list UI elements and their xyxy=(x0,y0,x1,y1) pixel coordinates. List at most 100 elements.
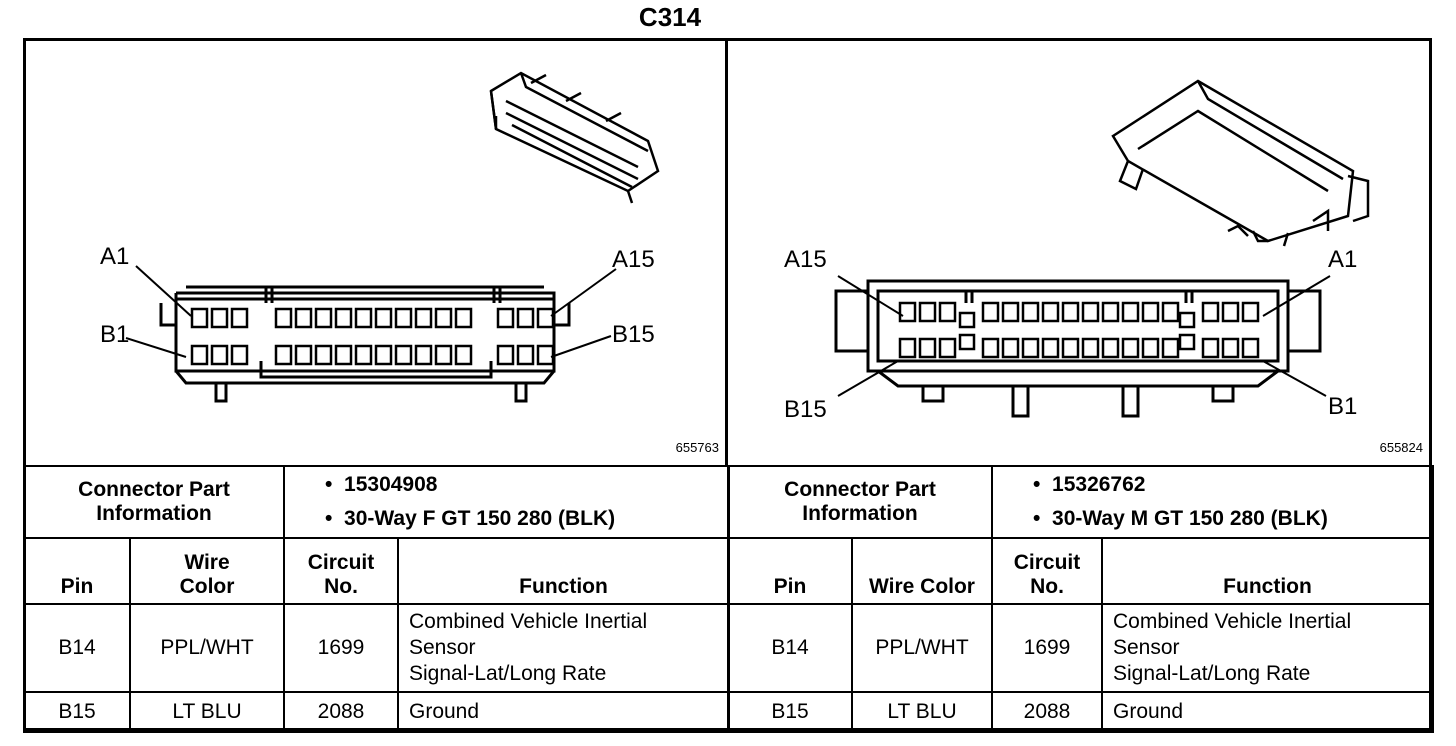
pin-cavity xyxy=(294,307,313,329)
header-function: Function xyxy=(396,537,731,605)
pin-cavity xyxy=(1141,301,1160,323)
header-circuit: Circuit No. xyxy=(283,537,399,605)
header-wire-color: Wire Color xyxy=(851,537,993,605)
cell-function: Combined Vehicle Inertial Sensor Signal-… xyxy=(1101,603,1434,693)
pin-cavity xyxy=(1101,337,1120,359)
pin-cavity xyxy=(898,301,917,323)
pin-cavity xyxy=(314,307,333,329)
diagram-frame: A1 A15 B1 B15 655763 xyxy=(23,38,1434,733)
connector-left-row-b xyxy=(190,344,555,366)
pin-cavity xyxy=(918,337,937,359)
connector-right-table: Connector Part Information 15326762 30-W… xyxy=(727,465,1434,733)
pin-label-right-bottom: B15 xyxy=(612,321,655,348)
pin-cavity xyxy=(230,344,249,366)
image-id: 655763 xyxy=(675,440,719,455)
part-info-row: Connector Part Information 15304908 30-W… xyxy=(23,465,731,539)
pin-cavity xyxy=(958,311,976,329)
table-row: B15 LT BLU 2088 Ground xyxy=(727,691,1434,733)
connector-right-row-a xyxy=(898,301,1260,329)
pin-cavity xyxy=(981,337,1000,359)
pin-label-right-bottom: B1 xyxy=(1328,393,1358,420)
pin-cavity xyxy=(516,344,535,366)
pin-cavity xyxy=(1161,301,1180,323)
pin-cavity xyxy=(1201,301,1220,323)
pin-cavity xyxy=(1241,301,1260,323)
header-pin: Pin xyxy=(727,537,853,605)
pin-cavity xyxy=(1201,337,1220,359)
cell-circuit: 1699 xyxy=(283,603,399,693)
table-row: B14 PPL/WHT 1699 Combined Vehicle Inerti… xyxy=(727,603,1434,693)
cell-wire-color: LT BLU xyxy=(129,691,285,733)
pin-cavity xyxy=(1241,337,1260,359)
pin-label-right-top: A15 xyxy=(612,246,655,273)
table-header: Pin Wire Color Circuit No. Function xyxy=(23,537,731,605)
pin-cavity xyxy=(496,344,515,366)
table-header: Pin Wire Color Circuit No. Function xyxy=(727,537,1434,605)
pin-cavity xyxy=(1061,301,1080,323)
pin-cavity xyxy=(1178,311,1196,329)
pin-cavity xyxy=(210,307,229,329)
table-row: B14 PPL/WHT 1699 Combined Vehicle Inerti… xyxy=(23,603,731,693)
pin-cavity xyxy=(454,344,473,366)
cell-function: Combined Vehicle Inertial Sensor Signal-… xyxy=(396,603,731,693)
pin-cavity xyxy=(1178,333,1196,351)
pin-label-left-top: A1 xyxy=(100,243,130,270)
pin-cavity xyxy=(274,344,293,366)
pin-cavity xyxy=(1121,337,1140,359)
connector-left-drawing: A1 A15 B1 B15 655763 xyxy=(26,41,728,465)
pin-cavity xyxy=(334,344,353,366)
connector-right-3d-icon xyxy=(1111,79,1370,247)
pin-cavity xyxy=(190,307,209,329)
connector-left-face xyxy=(159,285,571,403)
part-info-label: Connector Part Information xyxy=(23,465,285,539)
pin-cavity xyxy=(898,337,917,359)
pin-cavity xyxy=(981,301,1000,323)
connector-left-leaders xyxy=(125,265,617,358)
connector-right-svg xyxy=(834,79,1370,418)
pin-cavity xyxy=(354,344,373,366)
connector-right-face xyxy=(834,279,1322,418)
pin-cavity xyxy=(274,307,293,329)
header-function: Function xyxy=(1101,537,1434,605)
pin-cavity xyxy=(1081,301,1100,323)
pin-cavity xyxy=(938,337,957,359)
pin-cavity xyxy=(1021,301,1040,323)
pin-cavity xyxy=(1041,337,1060,359)
pin-cavity xyxy=(1041,301,1060,323)
pin-cavity xyxy=(434,344,453,366)
pin-cavity xyxy=(1141,337,1160,359)
pin-cavity xyxy=(1001,337,1020,359)
pin-cavity xyxy=(1061,337,1080,359)
pin-cavity xyxy=(454,307,473,329)
pin-cavity xyxy=(414,344,433,366)
pin-cavity xyxy=(496,307,515,329)
pin-cavity xyxy=(536,344,555,366)
pin-cavity xyxy=(516,307,535,329)
connector-left-table: Connector Part Information 15304908 30-W… xyxy=(23,465,731,733)
pin-label-right-top: A1 xyxy=(1328,246,1358,273)
part-info-row: Connector Part Information 15326762 30-W… xyxy=(727,465,1434,539)
pin-cavity xyxy=(394,344,413,366)
pin-cavity xyxy=(1161,337,1180,359)
cell-wire-color: PPL/WHT xyxy=(129,603,285,693)
cell-function: Ground xyxy=(396,691,731,733)
cell-circuit: 2088 xyxy=(991,691,1103,733)
connector-right-leaders xyxy=(837,275,1331,397)
diagram-title: C314 xyxy=(638,2,702,32)
part-info-label: Connector Part Information xyxy=(727,465,993,539)
pin-cavity xyxy=(918,301,937,323)
pin-cavity xyxy=(314,344,333,366)
cell-circuit: 1699 xyxy=(991,603,1103,693)
pin-cavity xyxy=(1001,301,1020,323)
pin-cavity xyxy=(354,307,373,329)
cell-pin: B15 xyxy=(727,691,853,733)
cell-pin: B14 xyxy=(727,603,853,693)
pin-cavity xyxy=(1221,337,1240,359)
part-info-values: 15326762 30-Way M GT 150 280 (BLK) xyxy=(991,465,1434,539)
pin-label-left-bottom: B1 xyxy=(100,321,130,348)
pin-label-left-top: A15 xyxy=(784,246,827,273)
pin-cavity xyxy=(1081,337,1100,359)
connector-left-svg xyxy=(125,71,660,403)
table-row: B15 LT BLU 2088 Ground xyxy=(23,691,731,733)
pin-cavity xyxy=(1221,301,1240,323)
